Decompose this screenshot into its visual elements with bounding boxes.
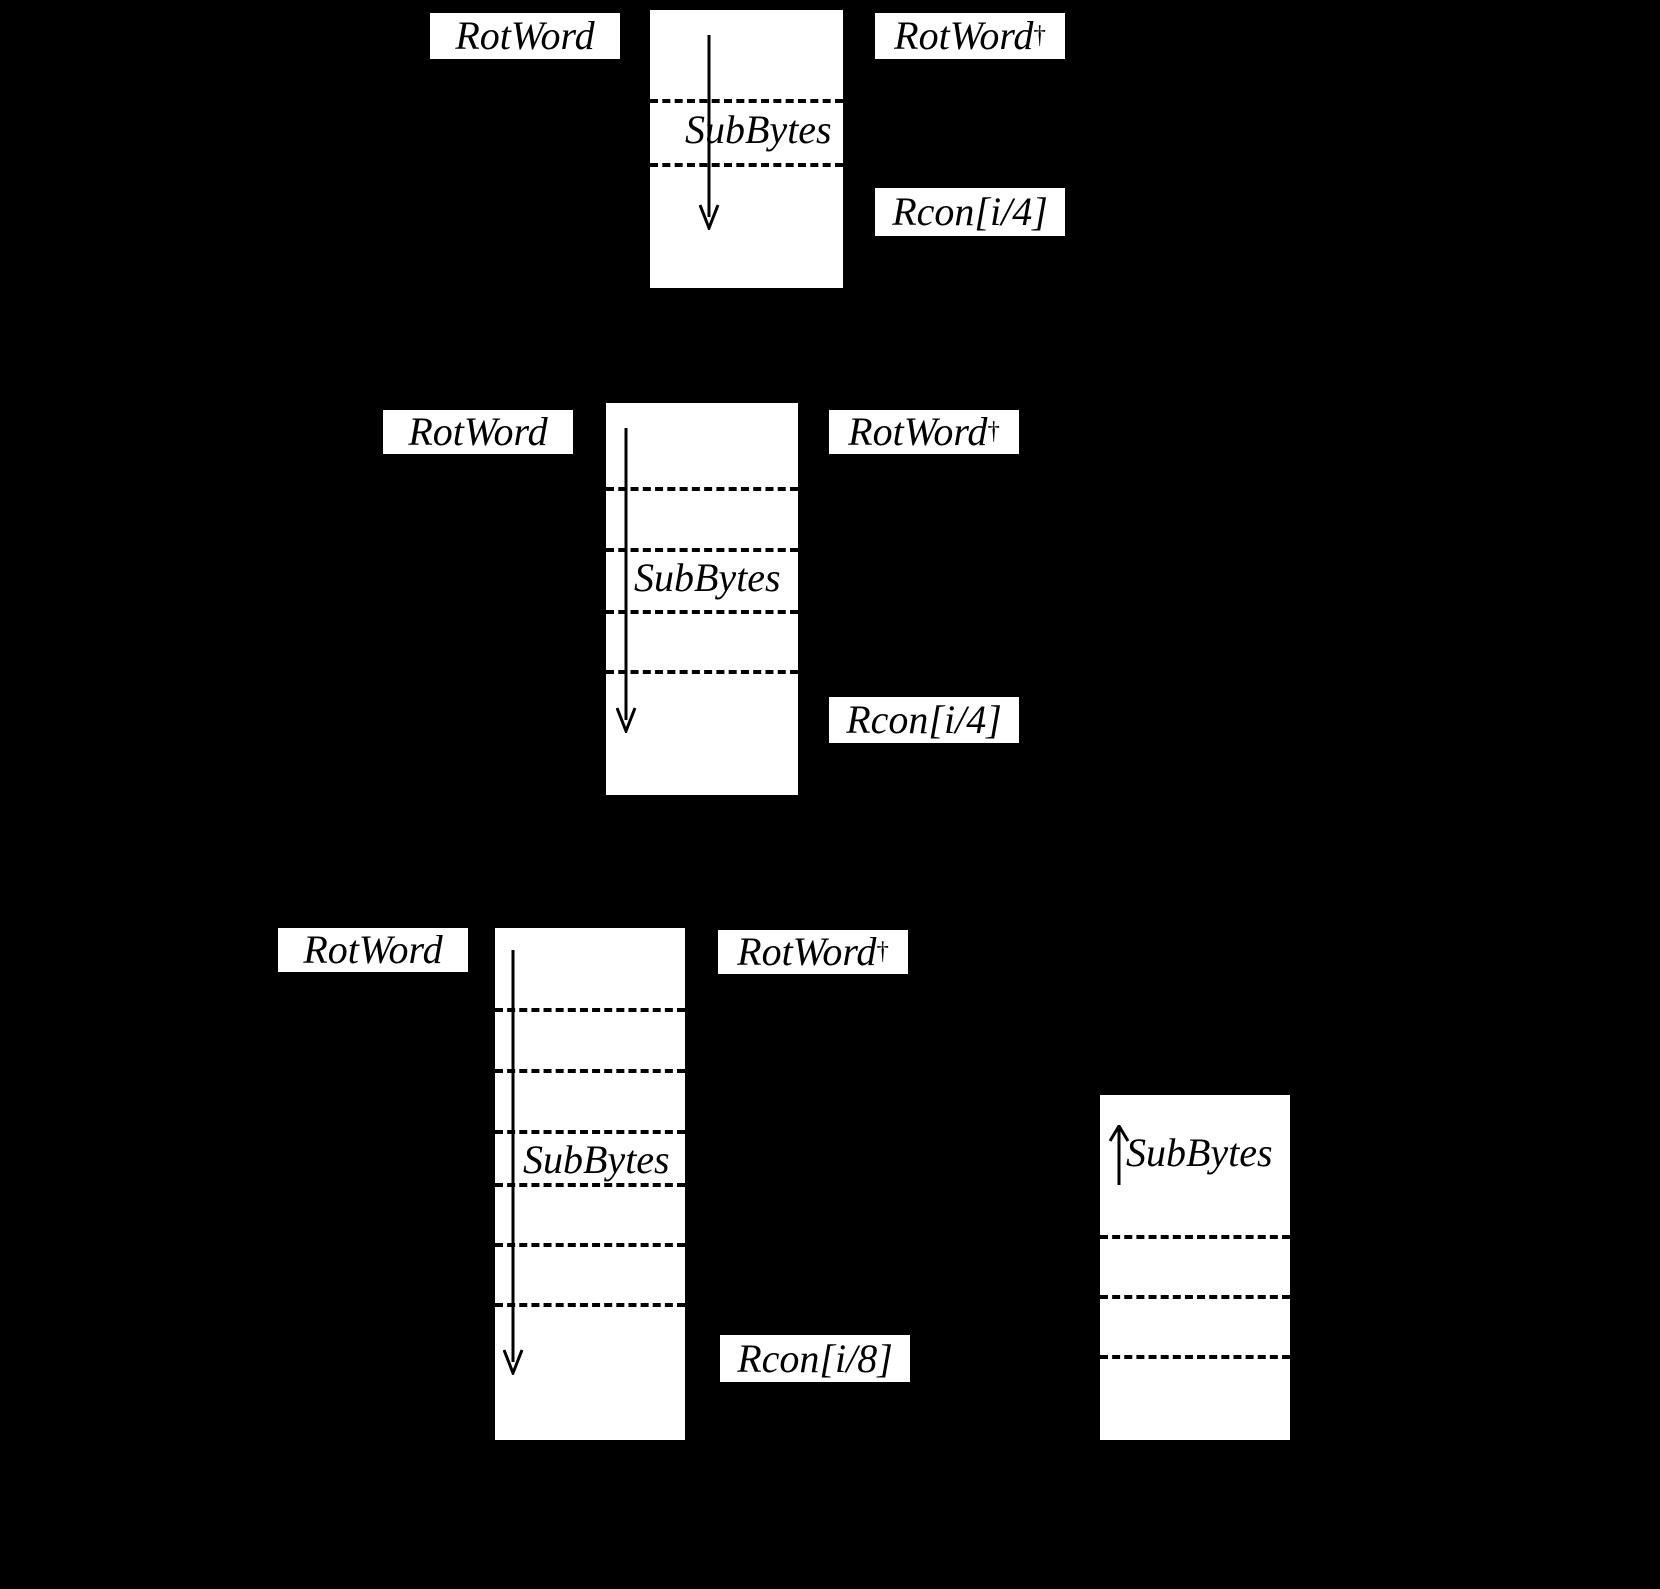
rcon-label-bottom: Rcon[i/8] — [720, 1335, 910, 1382]
rcon-label-top: Rcon[i/4] — [875, 188, 1065, 236]
byte-separator — [495, 1130, 685, 1134]
rotword-dagger-text-top: RotWord — [894, 13, 1034, 58]
subbytes-flow-arrow-down-bottom — [503, 950, 529, 1375]
dagger-marker-top: † — [1033, 21, 1046, 49]
rotword-dagger-label-middle: RotWord† — [829, 410, 1019, 454]
rotword-label-middle: RotWord — [383, 410, 573, 454]
byte-separator — [1100, 1295, 1290, 1299]
rotword-dagger-label-bottom: RotWord† — [718, 930, 908, 974]
rotword-dagger-label-top: RotWord† — [875, 13, 1065, 59]
rotword-dagger-text-middle: RotWord — [848, 409, 988, 454]
byte-separator — [495, 1008, 685, 1012]
byte-separator — [495, 1303, 685, 1307]
subbytes-flow-arrow-up-side — [1108, 1125, 1134, 1187]
dagger-marker-bottom: † — [876, 937, 889, 965]
key-schedule-column-bottom: SubBytes — [495, 928, 685, 1440]
rcon-label-middle: Rcon[i/4] — [829, 697, 1019, 743]
subbytes-caption-middle: SubBytes — [634, 555, 781, 600]
byte-separator — [1100, 1235, 1290, 1239]
subbytes-flow-arrow-down-top — [699, 35, 725, 230]
byte-separator — [495, 1183, 685, 1187]
byte-separator — [495, 1243, 685, 1247]
byte-separator — [606, 548, 798, 552]
byte-separator — [606, 487, 798, 491]
subbytes-side-column: SubBytes — [1100, 1095, 1290, 1440]
byte-separator — [650, 163, 843, 167]
key-schedule-column-middle: SubBytes — [606, 403, 798, 795]
byte-separator — [650, 99, 843, 103]
byte-separator — [495, 1069, 685, 1073]
key-schedule-column-top: SubBytes — [650, 10, 843, 288]
subbytes-caption-bottom: SubBytes — [523, 1137, 670, 1182]
rotword-label-top: RotWord — [430, 13, 620, 59]
subbytes-caption-side: SubBytes — [1126, 1130, 1273, 1175]
subbytes-flow-arrow-down-middle — [616, 428, 642, 733]
dagger-marker-middle: † — [987, 417, 1000, 445]
byte-separator — [606, 670, 798, 674]
rotword-dagger-text-bottom: RotWord — [737, 929, 877, 974]
byte-separator — [1100, 1355, 1290, 1359]
byte-separator — [606, 610, 798, 614]
subbytes-caption-top: SubBytes — [685, 107, 832, 152]
rotword-label-bottom: RotWord — [278, 928, 468, 972]
